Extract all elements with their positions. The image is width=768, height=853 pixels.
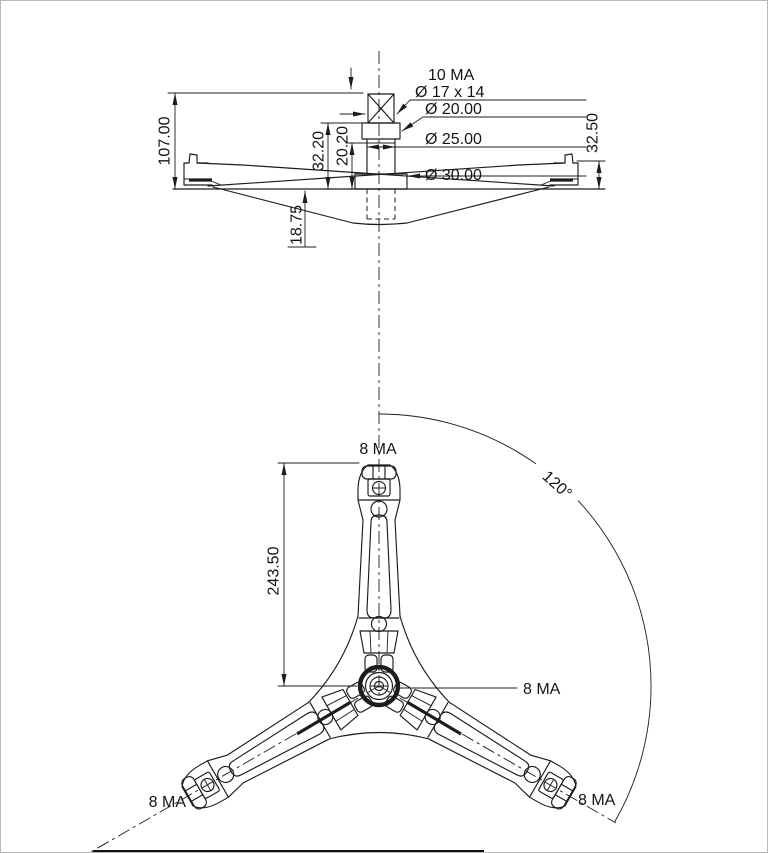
bolt-labels: 8 MA 8 MA 8 MA 8 MA — [149, 441, 616, 811]
dim-32-20-label: 32.20 — [311, 131, 328, 171]
shaft-section — [354, 93, 408, 220]
dim-32-50-label: 32.50 — [585, 113, 602, 153]
rib-lower-left — [296, 700, 352, 736]
dim-20-20-label: 20.20 — [335, 126, 352, 166]
dia-30-label: Ø 30.00 — [425, 167, 482, 184]
bolt-label-center: 8 MA — [523, 681, 561, 698]
dia-25-label: Ø 25.00 — [425, 131, 482, 148]
hub — [357, 664, 401, 708]
front-dimension: 243.50 — [266, 462, 360, 687]
front-view: 120° 243.50 8 MA 8 MA 8 MA 8 MA — [149, 413, 652, 823]
bolt-label-right: 8 MA — [578, 792, 616, 809]
arm-top — [357, 464, 401, 673]
dim-243-50-label: 243.50 — [266, 546, 283, 595]
rib-lower-right — [406, 700, 462, 736]
side-dimensions-left: 107.00 32.20 20.20 18.75 — [157, 92, 396, 248]
centerlines — [89, 51, 617, 852]
dia-20-label: Ø 20.00 — [425, 101, 482, 118]
side-callouts: 10 MA Ø 17 x 14 Ø 20.00 Ø 25.00 Ø 30.00 — [339, 67, 587, 184]
web-right — [399, 615, 451, 704]
dia-17x14-label: Ø 17 x 14 — [415, 84, 484, 101]
angle-arc: 120° — [378, 413, 652, 823]
side-dimension-right: 32.50 — [576, 113, 606, 190]
side-view: 107.00 32.20 20.20 18.75 32.50 10 MA Ø 1… — [157, 67, 606, 248]
bottom-edge-bar — [93, 850, 484, 852]
spider-profile — [172, 153, 606, 226]
web-bottom — [328, 731, 430, 740]
dim-107-label: 107.00 — [157, 116, 174, 165]
arm-lower-left — [176, 674, 378, 816]
web-left — [307, 615, 359, 704]
thread-10ma-label: 10 MA — [428, 67, 475, 84]
bolt-label-left: 8 MA — [149, 794, 187, 811]
dim-18-75-label: 18.75 — [289, 205, 306, 245]
bolt-label-top: 8 MA — [359, 441, 397, 458]
